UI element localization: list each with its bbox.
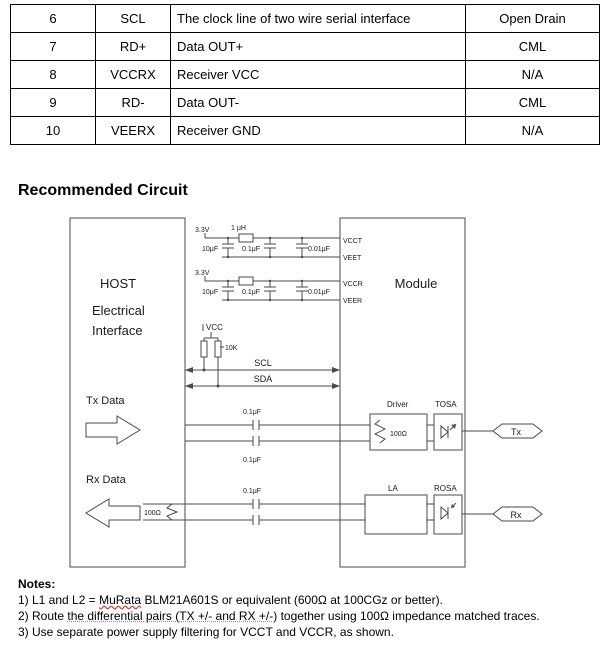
pin-table: 6 SCL The clock line of two wire serial … xyxy=(10,4,600,145)
cap-label: 0.1μF xyxy=(242,246,260,253)
pullup-value-label: 10K xyxy=(225,345,238,352)
pin-name: SCL xyxy=(95,4,171,33)
pin-table-row: 8 VCCRX Receiver VCC N/A xyxy=(10,60,600,89)
note-3: 3) Use separate power supply filtering f… xyxy=(18,625,394,639)
inductor-label: 1 μH xyxy=(231,225,246,232)
pin-name: VEERX xyxy=(95,116,171,145)
pin-type: CML xyxy=(465,32,600,61)
ferrite-bead xyxy=(238,276,254,286)
tx-port-label: Tx xyxy=(511,427,521,437)
cap-label: 0.01μF xyxy=(308,289,330,296)
vccr-label: VCCR xyxy=(343,281,363,288)
rx-block-arrow xyxy=(85,498,141,528)
pin-type: N/A xyxy=(465,116,600,145)
supply-voltage-label: 3.3V xyxy=(195,227,210,234)
pin-name: VCCRX xyxy=(95,60,171,89)
host-label: HOST xyxy=(100,276,136,291)
rx-termination-resistor xyxy=(166,503,179,521)
tosa-box: TOSA xyxy=(433,400,463,451)
circuit-diagram: HOST Electrical Interface Module 3.3V 1 … xyxy=(69,217,543,568)
rx-data-label: Rx Data xyxy=(86,474,127,486)
pin-table-row: 7 RD+ Data OUT+ CML xyxy=(10,32,600,61)
pin-number: 9 xyxy=(10,88,96,117)
notes: Notes: 1) L1 and L2 = MuRata BLM21A601S … xyxy=(18,576,540,640)
tx-port: Tx xyxy=(462,423,543,439)
pin-description: The clock line of two wire serial interf… xyxy=(170,4,466,33)
host-sublabel-1: Electrical xyxy=(92,303,145,318)
sda-label: SDA xyxy=(254,374,273,384)
driver-box: Driver 100Ω xyxy=(369,400,428,451)
driver-label: Driver xyxy=(387,400,409,409)
rx-termination-label: 100Ω xyxy=(144,510,161,517)
notes-title: Notes: xyxy=(18,577,56,591)
tx-pair: 0.1μF 0.1μF xyxy=(185,409,370,464)
driver-termination-label: 100Ω xyxy=(390,431,407,438)
pin-description: Receiver GND xyxy=(170,116,466,145)
rx-data: Rx Data xyxy=(85,474,141,528)
pin-number: 7 xyxy=(10,32,96,61)
sda-line: SDA xyxy=(185,374,340,389)
la-label: LA xyxy=(388,484,398,493)
scl-label: SCL xyxy=(254,358,272,368)
note-1-text: 1) L1 and L2 = xyxy=(18,593,100,607)
pin-name: RD+ xyxy=(95,32,171,61)
pin-table-row: 6 SCL The clock line of two wire serial … xyxy=(10,4,600,33)
laser-diode-icon xyxy=(440,424,449,440)
pin-name: RD- xyxy=(95,88,171,117)
pin-type: CML xyxy=(465,88,600,117)
cap-label: 10μF xyxy=(202,289,218,296)
pin-number: 6 xyxy=(10,4,96,33)
rosa-label: ROSA xyxy=(434,484,457,493)
pin-type: Open Drain xyxy=(465,4,600,33)
vccr-filter: 3.3V 10μF 0.1μF 0.01μF VCCR VEER xyxy=(195,270,363,305)
cap-label: 0.01μF xyxy=(308,246,330,253)
pullup-network: VCC 10K xyxy=(200,323,238,388)
tx-data-label: Tx Data xyxy=(86,395,125,407)
cap-label: 0.1μF xyxy=(242,289,260,296)
pin-description: Data OUT+ xyxy=(170,32,466,61)
cap-label: 0.1μF xyxy=(243,488,261,495)
pin-table-row: 9 RD- Data OUT- CML xyxy=(10,88,600,117)
cap-label: 0.1μF xyxy=(243,457,261,464)
pin-description: Receiver VCC xyxy=(170,60,466,89)
note-1-flagged-word: MuRata xyxy=(99,593,142,607)
note-2: 2) Route the differential pairs (TX +/- … xyxy=(18,608,540,624)
tx-block-arrow xyxy=(85,415,141,445)
tosa-label: TOSA xyxy=(435,400,457,409)
section-title: Recommended Circuit xyxy=(18,182,188,199)
photodiode-icon xyxy=(440,505,449,521)
ferrite-bead xyxy=(238,233,254,243)
pin-table-row: 10 VEERX Receiver GND N/A xyxy=(10,116,600,145)
pin-number: 10 xyxy=(10,116,96,145)
cap-label: 10μF xyxy=(202,246,218,253)
veet-label: VEET xyxy=(343,255,362,262)
rosa-box: ROSA xyxy=(433,484,463,535)
module-label: Module xyxy=(395,276,438,291)
supply-voltage-label: 3.3V xyxy=(195,270,210,277)
tx-data: Tx Data xyxy=(85,395,141,445)
note-1-text: BLM21A601S or equivalent (600Ω at 100CGz… xyxy=(141,593,443,607)
pin-number: 8 xyxy=(10,60,96,89)
scl-line: SCL xyxy=(185,358,340,373)
pullup-resistor xyxy=(214,340,222,358)
pullup-resistor xyxy=(200,340,208,358)
host-sublabel-2: Interface xyxy=(92,323,143,338)
rx-port: Rx xyxy=(462,506,543,522)
vcc-label: VCC xyxy=(206,323,223,332)
rx-port-label: Rx xyxy=(511,510,522,520)
vcct-filter: 3.3V 1 μH 10μF 0.1μF 0.01μF VCCT VEET xyxy=(195,225,363,262)
note-2-text: together using 100Ω impedance matched tr… xyxy=(277,609,540,623)
cap-label: 0.1μF xyxy=(243,409,261,416)
pin-type: N/A xyxy=(465,60,600,89)
rx-pair: 100Ω 0.1μF xyxy=(143,488,365,525)
pin-description: Data OUT- xyxy=(170,88,466,117)
vcct-label: VCCT xyxy=(343,238,363,245)
note-2-flagged-phrase: the differential pairs (TX +/- and RX +/… xyxy=(67,609,278,623)
veer-label: VEER xyxy=(343,298,362,305)
la-box: LA xyxy=(364,484,428,535)
note-2-text: 2) Route xyxy=(18,609,68,623)
note-1: 1) L1 and L2 = MuRata BLM21A601S or equi… xyxy=(18,592,540,608)
